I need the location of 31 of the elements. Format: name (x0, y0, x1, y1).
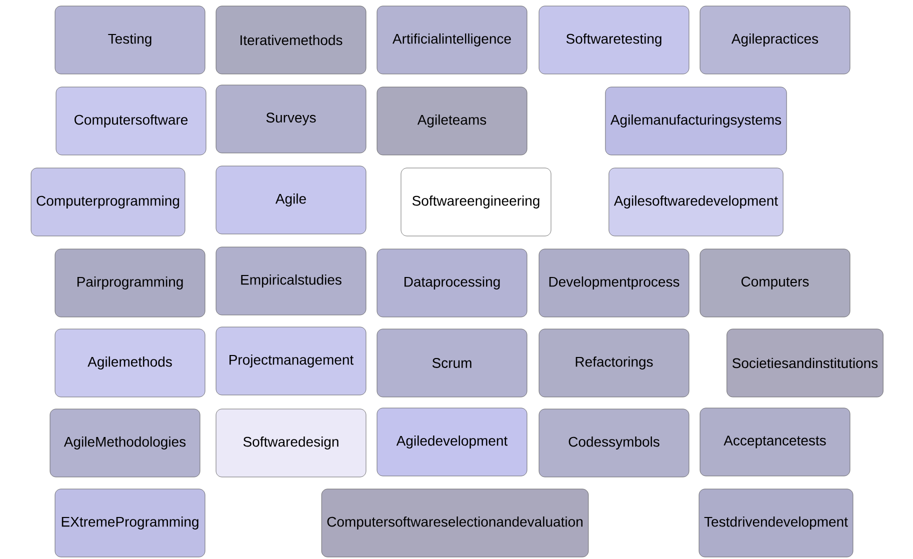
keyword-box: Dataprocessing (376, 248, 528, 318)
keyword-box: Computers (700, 248, 850, 318)
keyword-box: Refactorings (538, 328, 690, 398)
keyword-box: Computerprogramming (30, 168, 186, 236)
keyword-box: Societiesandinstitutions (726, 328, 884, 398)
keyword-box: Acceptancetests (700, 408, 850, 476)
keyword-box: EXtremeProgramming (54, 488, 206, 558)
keyword-box: Empiricalstudies (216, 246, 366, 316)
keyword-box: Pairprogramming (54, 248, 206, 318)
keyword-box: Softwaretesting (538, 6, 690, 74)
keyword-box: Agile (216, 166, 366, 234)
keyword-box: Computersoftwareselectionandevaluation (321, 488, 589, 558)
keyword-box: Artificialintelligence (376, 6, 528, 74)
keyword-box: Scrum (376, 328, 528, 398)
keyword-box: Agileteams (376, 86, 528, 156)
keyword-box: Agilesoftwaredevelopment (608, 168, 784, 236)
keyword-box: Computersoftware (56, 86, 206, 156)
keyword-box: Projectmanagement (216, 326, 366, 396)
keyword-box: Agiledevelopment (376, 408, 528, 476)
keyword-box: Agilemethods (54, 328, 206, 398)
keyword-box: Codessymbols (538, 408, 690, 478)
keyword-box: Surveys (216, 84, 366, 154)
keyword-box: Agilepractices (700, 6, 850, 74)
keyword-box: Softwareengineering (400, 168, 552, 236)
keyword-box: Softwaredesign (216, 408, 366, 478)
keyword-box: Testdrivendevelopment (698, 488, 854, 558)
keyword-box: Iterativemethods (216, 6, 366, 74)
keyword-box: AgileMethodologies (50, 408, 200, 478)
keyword-box: Testing (54, 6, 206, 74)
keyword-box: Agilemanufacturingsystems (605, 86, 787, 156)
keyword-box: Developmentprocess (538, 248, 690, 318)
